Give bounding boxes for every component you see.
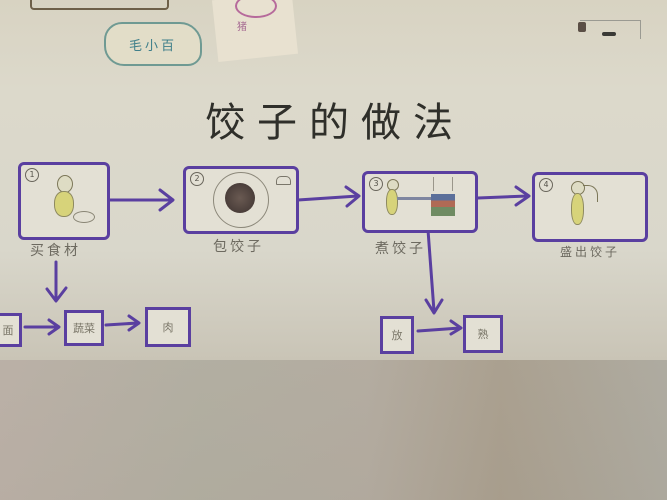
step-box-1: 1 bbox=[18, 162, 110, 240]
shopping-bag-icon bbox=[73, 211, 95, 223]
corner-mark bbox=[578, 22, 586, 32]
name-sticker: 毛小百 bbox=[104, 22, 202, 66]
ingredient-label-2: 蔬菜 bbox=[73, 322, 95, 335]
pink-doodle bbox=[235, 0, 277, 18]
ladle-icon bbox=[397, 197, 433, 200]
ingredient-label-3: 肉 bbox=[162, 321, 174, 334]
step-number-1: 1 bbox=[25, 168, 39, 182]
plate-icon bbox=[213, 172, 269, 228]
steam-icon bbox=[433, 177, 453, 191]
cooking-label-1: 放 bbox=[391, 329, 403, 342]
ingredient-box-1: 面 bbox=[0, 313, 22, 347]
step-number-2: 2 bbox=[190, 172, 204, 186]
ingredient-label-1: 面 bbox=[2, 324, 14, 337]
step-label-3: 煮饺子 bbox=[375, 241, 426, 257]
step-label-1: 买食材 bbox=[30, 243, 81, 259]
pot-icon bbox=[276, 176, 291, 185]
cooking-box-1: 放 bbox=[380, 316, 414, 354]
step-box-4: 4 bbox=[532, 172, 648, 242]
step-box-2: 2 bbox=[183, 166, 299, 234]
step-number-3: 3 bbox=[369, 177, 383, 191]
step-number-4: 4 bbox=[539, 178, 553, 192]
person-body-icon bbox=[54, 191, 74, 217]
top-left-paper-edge bbox=[30, 0, 169, 10]
ingredient-box-3: 肉 bbox=[145, 307, 191, 347]
ingredient-box-2: 蔬菜 bbox=[64, 310, 104, 346]
dumpling-icon bbox=[225, 183, 255, 213]
diagram-title: 饺子的做法 bbox=[205, 100, 465, 146]
step-box-3: 3 bbox=[362, 171, 478, 233]
person-body-icon bbox=[571, 193, 584, 225]
cooking-box-2: 熟 bbox=[463, 315, 503, 353]
pink-scrap-text: 猪 bbox=[237, 22, 247, 33]
corner-dash bbox=[602, 32, 616, 36]
step-label-2: 包饺子 bbox=[213, 239, 264, 255]
raised-arm-icon bbox=[583, 185, 598, 202]
person-body-icon bbox=[386, 189, 398, 215]
stove-pot-icon bbox=[431, 194, 455, 216]
photo-shadow bbox=[0, 360, 667, 500]
corner-drawing bbox=[580, 20, 641, 39]
cooking-label-2: 熟 bbox=[477, 328, 489, 341]
step-label-4: 盛出饺子 bbox=[560, 245, 621, 259]
